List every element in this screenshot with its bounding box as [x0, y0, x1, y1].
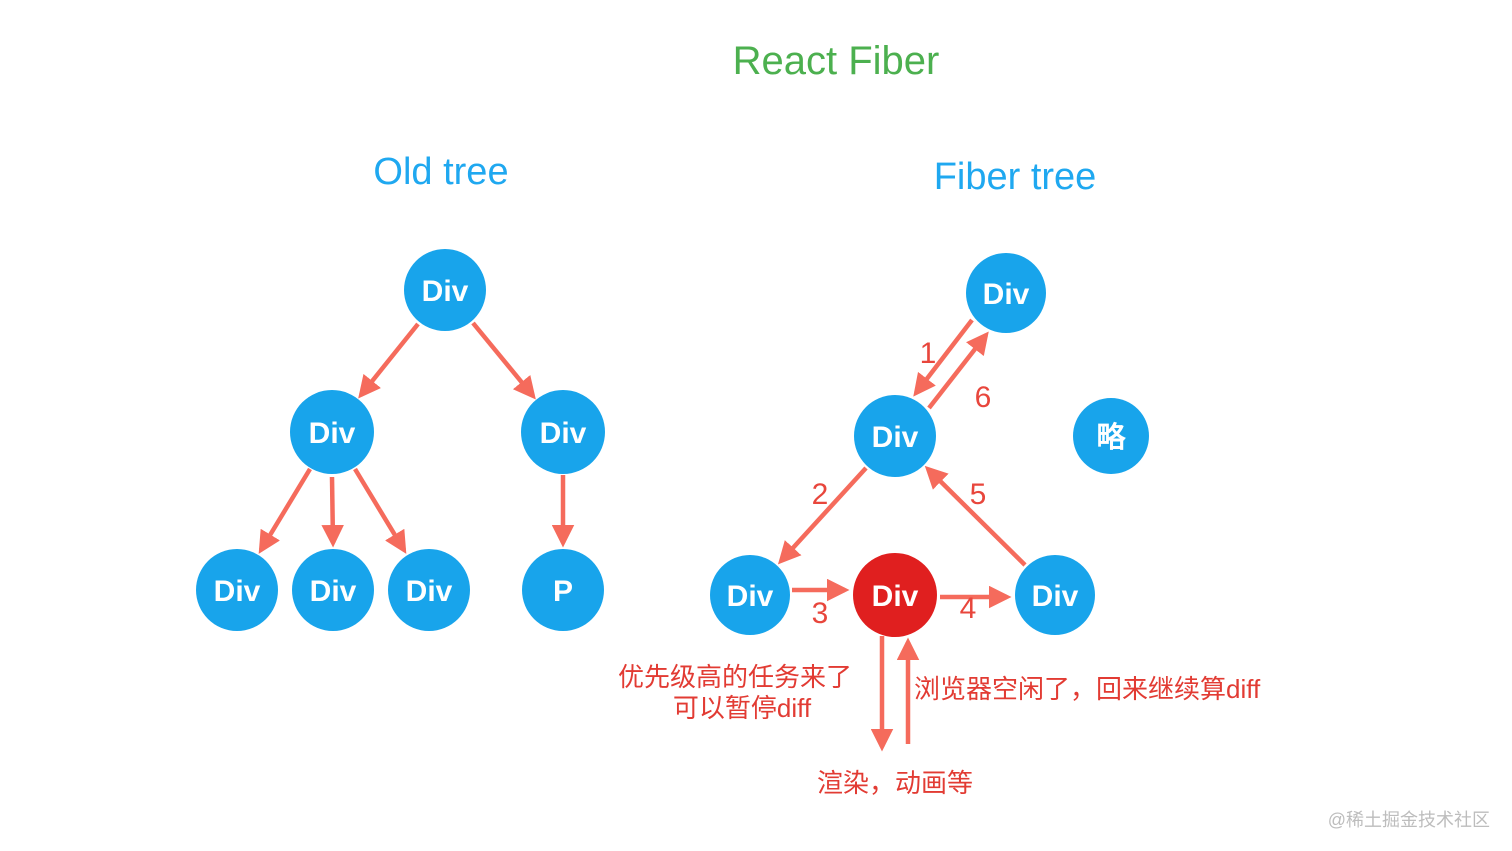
old-leaf-3-label: Div [406, 575, 453, 608]
step-5-label: 5 [970, 478, 987, 511]
step-6-label: 6 [975, 381, 992, 414]
old-tree: Div Div Div Div Div Div P [196, 249, 605, 631]
old-leaf-p-node [522, 549, 604, 631]
fiber-tree: Div Div 略 Div Div Div 1 6 2 5 3 4 [710, 253, 1149, 752]
old-mid-left-label: Div [309, 417, 356, 450]
old-leaf-3-node [388, 549, 470, 631]
old-edge-root-midleft [358, 322, 420, 399]
step-3-label: 3 [812, 597, 829, 630]
old-mid-left-node [290, 390, 374, 474]
step-4-label: 4 [960, 592, 977, 625]
old-edge-midleft-leaf2 [321, 476, 344, 548]
old-leaf-p-label: P [553, 575, 573, 608]
page-title: React Fiber [733, 39, 940, 83]
fiber-left-node [710, 555, 790, 635]
fiber-root-label: Div [983, 278, 1030, 311]
high-priority-annotation-line2: 可以暂停diff [673, 693, 812, 723]
fiber-left-label: Div [727, 580, 774, 613]
annotations: 优先级高的任务来了 可以暂停diff 浏览器空闲了，回来继续算diff 渲染，动… [618, 662, 1261, 798]
old-root-label: Div [422, 275, 469, 308]
old-leaf-2-node [292, 549, 374, 631]
fiber-omitted-label: 略 [1096, 421, 1126, 454]
old-tree-heading: Old tree [373, 151, 508, 193]
fiber-current-label: Div [872, 580, 919, 613]
fiber-root-node [966, 253, 1046, 333]
old-mid-right-node [521, 390, 605, 474]
old-edge-root-midright [471, 321, 536, 400]
old-root-node [404, 249, 486, 331]
old-leaf-2-label: Div [310, 575, 357, 608]
old-leaf-1-node [196, 549, 278, 631]
fiber-omitted-node [1073, 398, 1149, 474]
render-animation-annotation: 渲染，动画等 [817, 768, 973, 798]
step-1-label: 1 [920, 337, 937, 370]
old-mid-right-label: Div [540, 417, 587, 450]
old-edge-midleft-leaf3 [353, 467, 407, 554]
high-priority-annotation-line1: 优先级高的任务来了 [618, 662, 852, 692]
fiber-mid-node [854, 395, 936, 477]
fiber-right-label: Div [1032, 580, 1079, 613]
fiber-edge-step1 [913, 318, 974, 397]
fiber-edge-step5 [924, 465, 1027, 567]
old-leaf-1-label: Div [214, 575, 261, 608]
fiber-tree-heading: Fiber tree [934, 156, 1097, 198]
browser-idle-annotation: 浏览器空闲了，回来继续算diff [914, 674, 1261, 704]
fiber-current-node [853, 553, 937, 637]
fiber-mid-label: Div [872, 421, 919, 454]
fiber-edge-step6 [927, 331, 989, 410]
watermark: @稀土掘金技术社区 [1328, 810, 1490, 830]
fiber-right-node [1015, 555, 1095, 635]
fiber-edge-step2 [777, 466, 868, 565]
old-edge-midleft-leaf1 [258, 467, 312, 554]
step-2-label: 2 [812, 478, 829, 511]
